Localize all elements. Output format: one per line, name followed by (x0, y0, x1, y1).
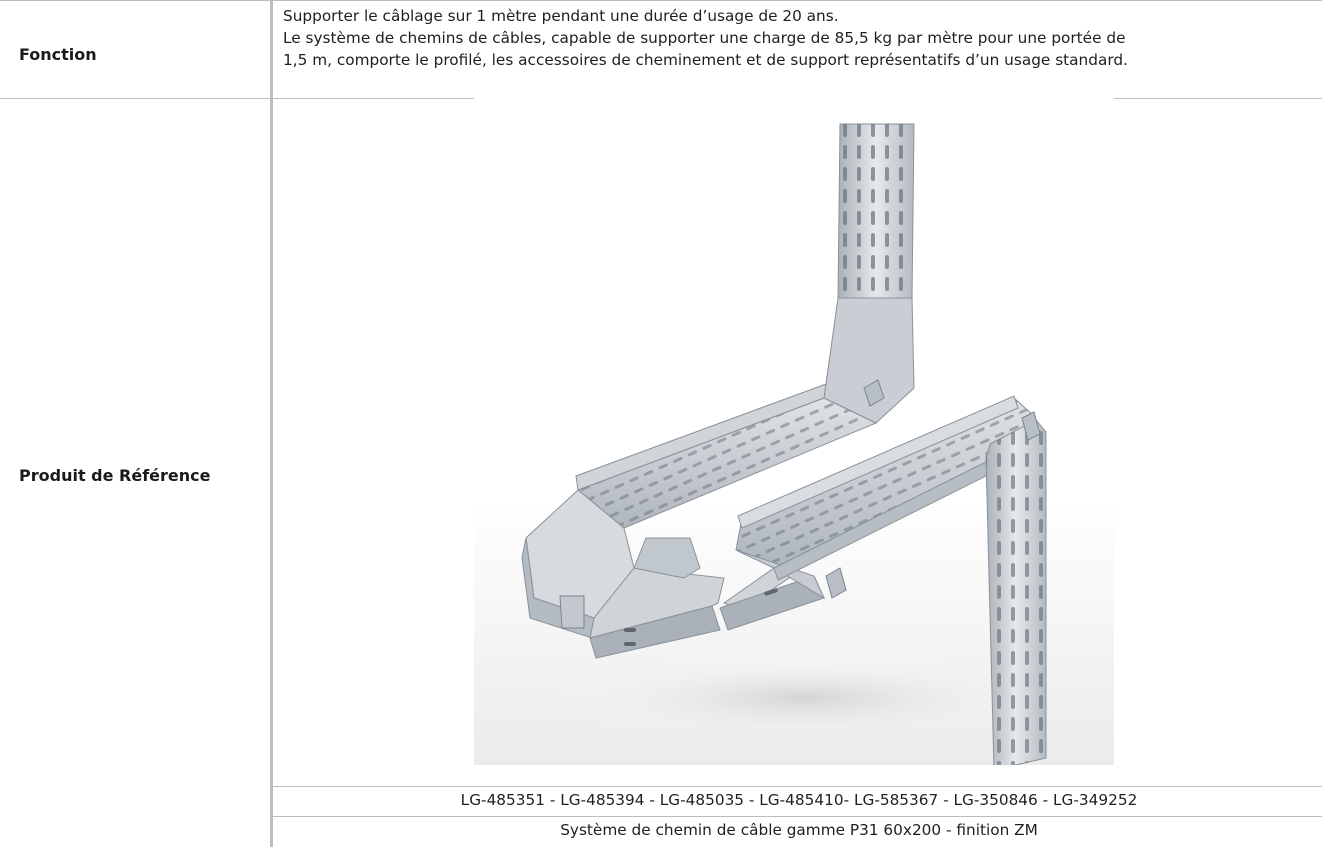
row-label-fonction: Fonction (19, 45, 97, 64)
table-top-border (0, 0, 1322, 1)
fonction-line-3: 1,5 m, comporte le profilé, les accessoi… (283, 51, 1128, 69)
fonction-description: Supporter le câblage sur 1 mètre pendant… (283, 5, 1322, 71)
fonction-line-2: Le système de chemins de câbles, capable… (283, 29, 1126, 47)
product-system-description: Système de chemin de câble gamme P31 60x… (560, 821, 1038, 839)
column-divider (270, 0, 273, 847)
caption-divider-2 (273, 816, 1322, 817)
fonction-line-1: Supporter le câblage sur 1 mètre pendant… (283, 7, 839, 25)
cable-tray-system-photo (474, 98, 1114, 765)
product-references: LG-485351 - LG-485394 - LG-485035 - LG-4… (460, 791, 1138, 809)
row-label-produit: Produit de Référence (19, 466, 211, 485)
caption-divider-1 (273, 786, 1322, 787)
